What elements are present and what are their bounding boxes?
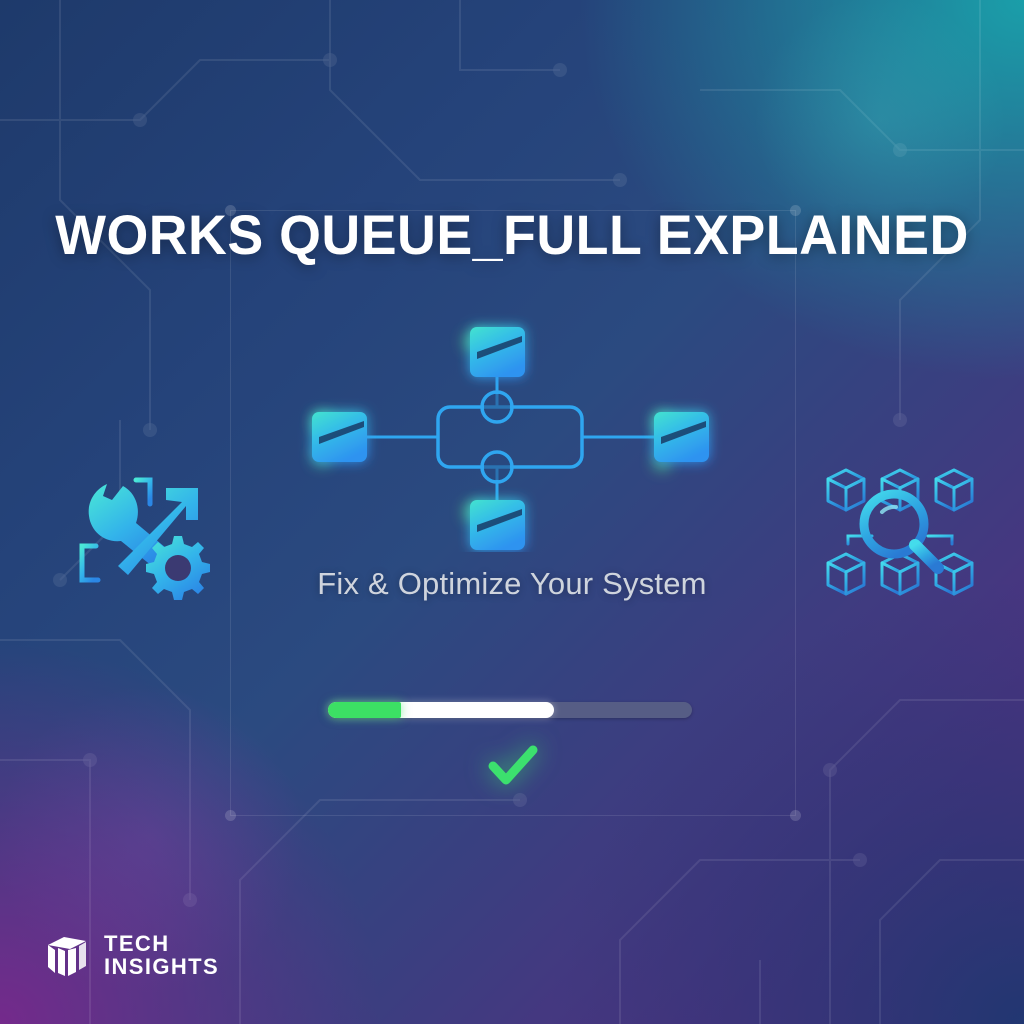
magnifier-shape: [859, 489, 944, 574]
cube-network-magnifier-icon: [826, 468, 974, 596]
brand-text: TECH INSIGHTS: [104, 932, 219, 979]
cube-bottom-left: [826, 552, 866, 596]
diagram-nodes: [312, 327, 709, 550]
page-title: WORKS QUEUE_FULL EXPLAINED: [55, 203, 969, 266]
wrench-gear-growth-icon: [79, 477, 210, 600]
queue-node-network-diagram: [312, 327, 709, 550]
brand-logo: TECH INSIGHTS: [44, 932, 219, 979]
cube-top-left: [826, 468, 866, 512]
bracket-top: [133, 477, 153, 507]
brand-line-1: TECH: [104, 931, 170, 956]
node-bottom: [470, 500, 525, 550]
setup-progress-bar[interactable]: [328, 702, 692, 718]
bracket-left: [79, 543, 101, 583]
cube-bottom-right: [934, 552, 974, 596]
cube-top-right: [934, 468, 974, 512]
gear-shape: [146, 536, 210, 600]
frame-corner-dot: [790, 810, 801, 821]
brand-line-2: INSIGHTS: [104, 954, 220, 980]
node-right: [654, 412, 709, 462]
page-subtitle: Fix & Optimize Your System: [317, 566, 707, 601]
check-icon: [488, 745, 538, 785]
isometric-blocks-logo-icon: [48, 937, 86, 977]
node-top: [470, 327, 525, 377]
node-left: [312, 412, 367, 462]
growth-arrow: [118, 488, 198, 575]
connector-node-bottom: [480, 450, 514, 484]
connector-node-top: [480, 390, 514, 424]
cube-bottom-center: [880, 552, 920, 596]
progress-lead-segment: [328, 702, 401, 718]
frame-corner-dot: [225, 810, 236, 821]
